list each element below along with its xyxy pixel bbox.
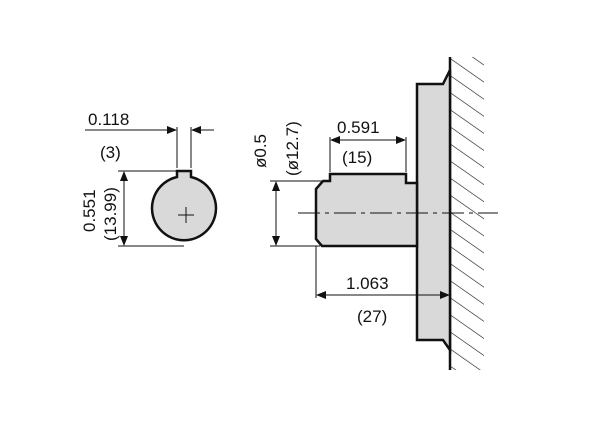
key-width-mm-label: (3): [100, 143, 121, 162]
flange: [415, 69, 452, 354]
shaft-dia-mm-label: (ø12.7): [283, 121, 302, 176]
end-view: 0.118 (3) 0.551 (13.99): [80, 110, 218, 247]
shaft-end-section: [150, 169, 218, 242]
key-length-mm-label: (15): [342, 148, 372, 167]
key-height-mm-label: (13.99): [101, 187, 120, 241]
key-height-in-label: 0.551: [80, 189, 99, 232]
shaft-dia-in-label: ø0.5: [251, 134, 270, 168]
key-width-in-label: 0.118: [88, 110, 129, 129]
shaft-length-in-label: 1.063: [346, 274, 389, 293]
shaft-length-mm-label: (27): [357, 307, 387, 326]
key-length-in-label: 0.591: [337, 118, 380, 137]
side-view: ø0.5 (ø12.7) 0.591 (15) 1.063 (27): [251, 57, 498, 370]
shaft-body: [314, 172, 419, 248]
